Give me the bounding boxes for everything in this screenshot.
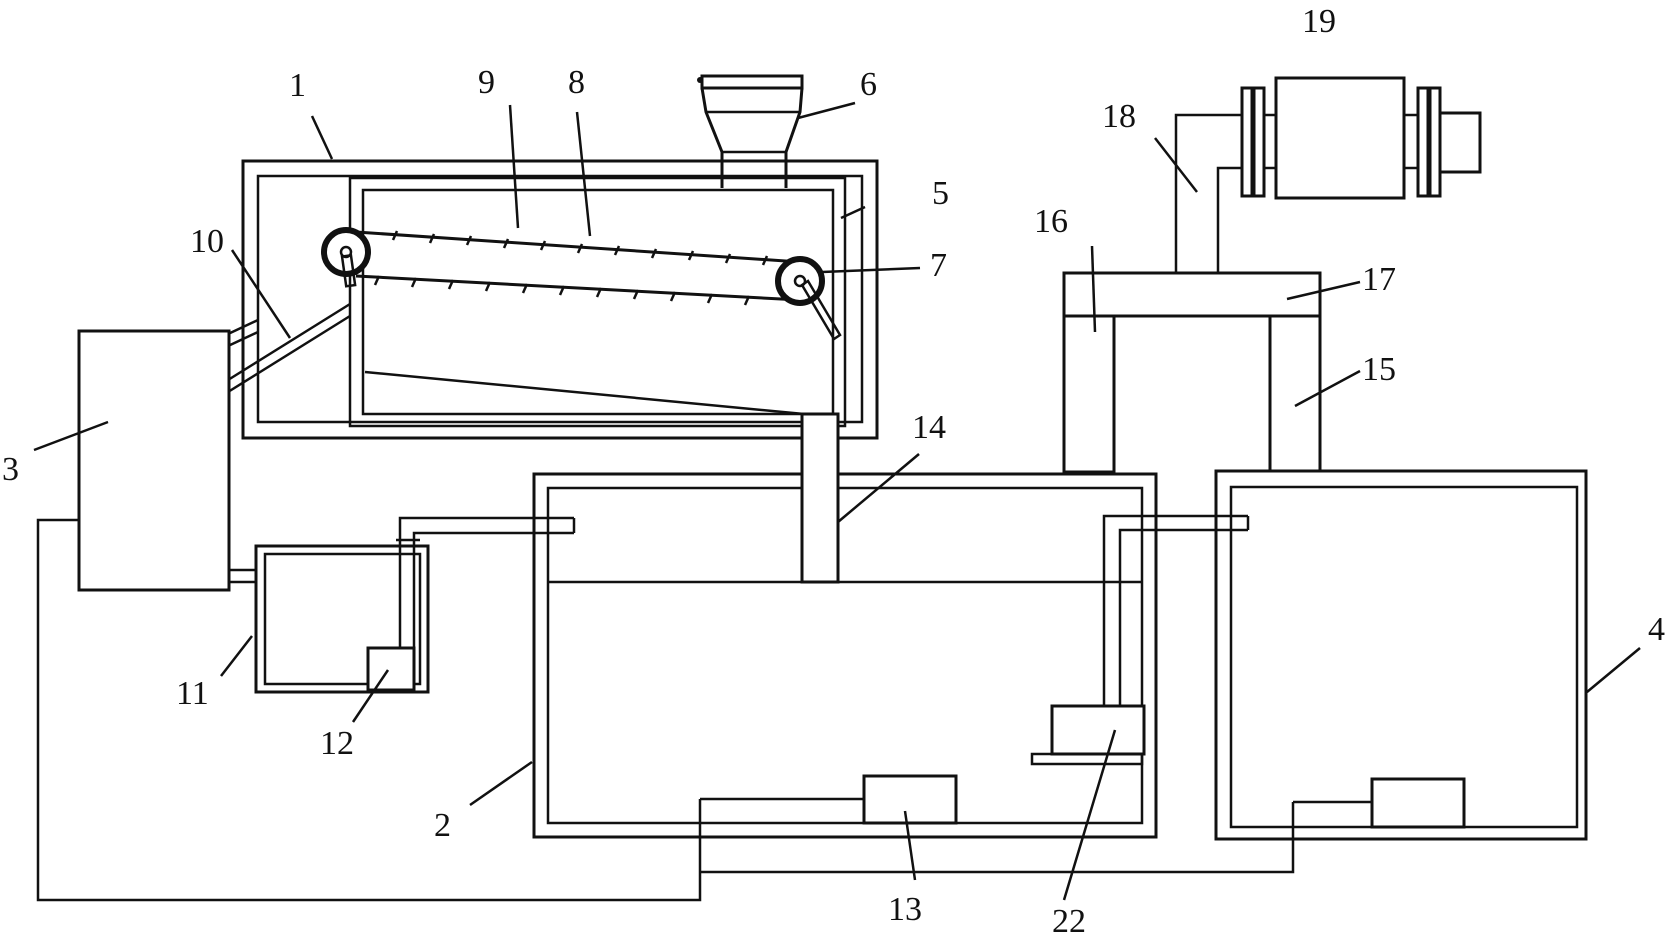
labels: 1 9 8 6 5 7 10 3 11 12 14 2 13 22 4 16 1… — [2, 3, 1665, 935]
pump-22 — [1050, 704, 1146, 756]
support-frame — [1062, 271, 1322, 474]
exhaust-pipe — [1174, 113, 1242, 273]
label-14: 14 — [912, 409, 946, 446]
pump-12 — [366, 646, 416, 692]
small-tank — [229, 516, 576, 694]
pump-13 — [862, 774, 958, 825]
right-roller — [775, 256, 842, 341]
label-9: 9 — [478, 64, 495, 101]
label-13: 13 — [888, 891, 922, 928]
motor-19 — [1240, 76, 1482, 200]
label-8: 8 — [568, 64, 585, 101]
label-10: 10 — [190, 223, 224, 260]
right-tank — [1214, 469, 1588, 841]
label-2: 2 — [434, 807, 451, 844]
control-box — [77, 329, 231, 592]
label-5: 5 — [932, 175, 949, 212]
label-18: 18 — [1102, 98, 1136, 135]
label-16: 16 — [1034, 203, 1068, 240]
hopper — [697, 74, 804, 188]
label-1: 1 — [289, 67, 306, 104]
left-roller — [321, 227, 371, 288]
leader-lines — [33, 101, 1641, 901]
pump-right — [1370, 777, 1466, 829]
label-3: 3 — [2, 451, 19, 488]
label-4: 4 — [1648, 611, 1665, 648]
wiring — [36, 518, 1295, 902]
label-6: 6 — [860, 66, 877, 103]
top-plate — [1062, 271, 1322, 318]
label-11: 11 — [176, 675, 209, 712]
label-12: 12 — [320, 725, 354, 762]
label-17: 17 — [1362, 261, 1396, 298]
upper-housing — [241, 159, 879, 440]
label-22: 22 — [1052, 903, 1086, 935]
drive-pipes — [227, 302, 351, 394]
inlet-pipe-14 — [800, 412, 840, 584]
label-15: 15 — [1362, 351, 1396, 388]
central-tank — [532, 412, 1250, 839]
label-19: 19 — [1302, 3, 1336, 40]
label-7: 7 — [930, 247, 947, 284]
conveyor-belt — [321, 227, 842, 341]
